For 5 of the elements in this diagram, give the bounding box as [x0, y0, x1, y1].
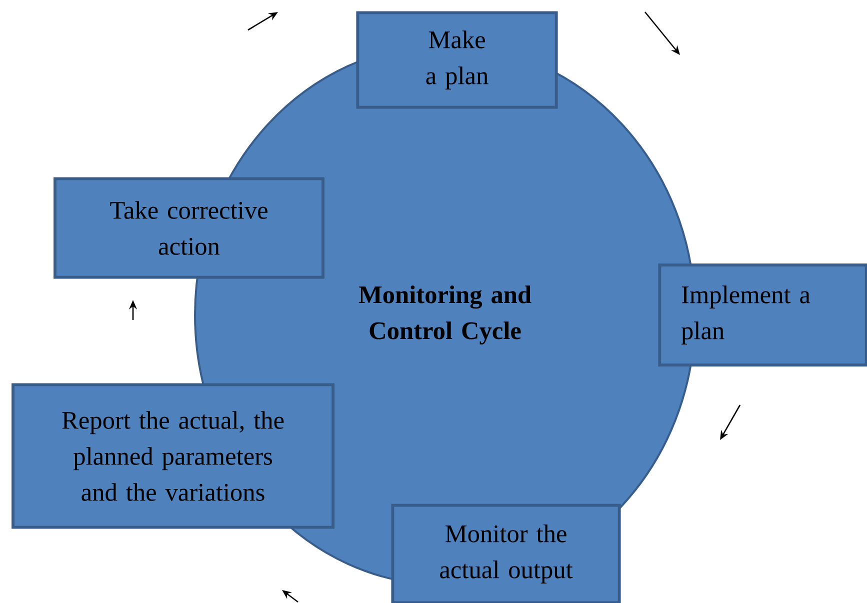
process-box: Monitor the actual output [391, 504, 621, 603]
process-box: Take corrective action [54, 177, 324, 279]
process-box: Report the actual, the planned parameters and the variations [12, 383, 334, 529]
process-box: Make a plan [356, 11, 558, 109]
process-box: Implement a plan [658, 264, 867, 366]
